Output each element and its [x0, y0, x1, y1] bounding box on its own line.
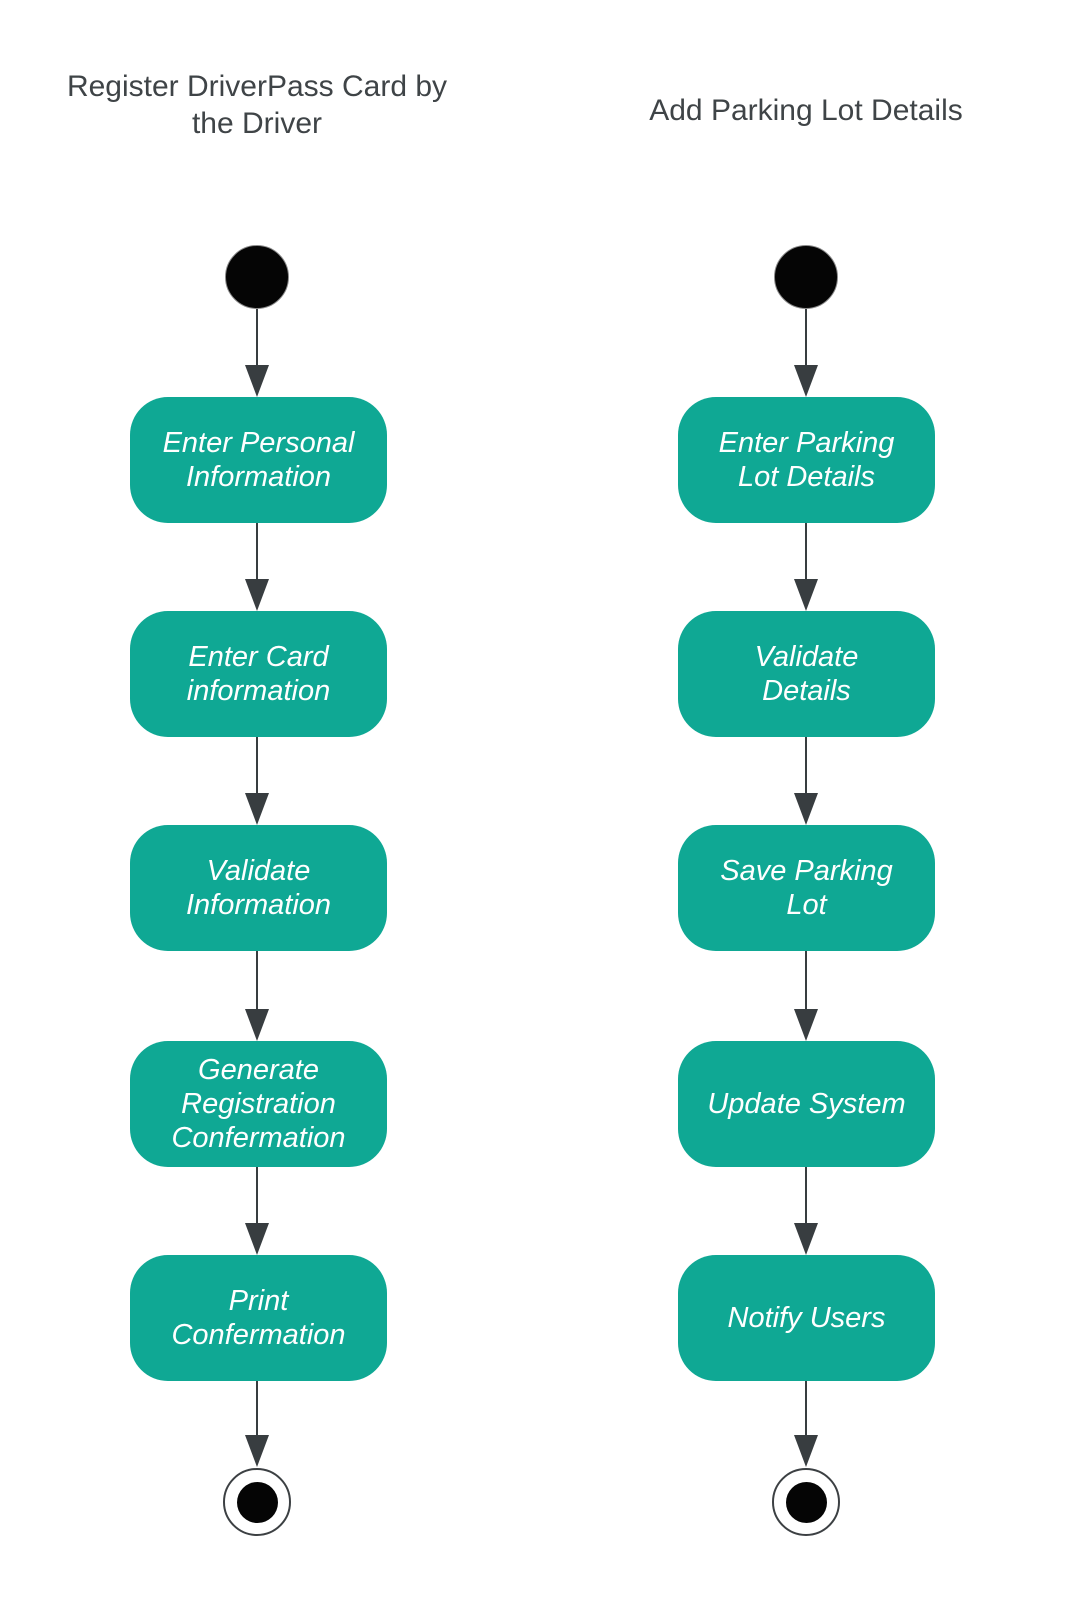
activity-node-save-parking-lot[interactable]: Save Parking Lot	[678, 825, 935, 951]
end-node-inner-dot	[236, 1481, 278, 1523]
activity-label: Enter Card information	[186, 641, 331, 707]
flow-arrow	[245, 1381, 269, 1467]
arrow-shaft	[256, 951, 258, 1009]
arrow-head-icon	[245, 1223, 269, 1255]
activity-label: Enter Parking Lot Details	[718, 427, 895, 493]
arrow-head-icon	[794, 1009, 818, 1041]
activity-node-validate-information[interactable]: Validate Information	[130, 825, 387, 951]
flow-arrow	[245, 737, 269, 825]
flow-arrow	[245, 951, 269, 1041]
arrow-shaft	[805, 309, 807, 365]
arrow-shaft	[256, 1167, 258, 1223]
activity-label: Validate Details	[754, 641, 859, 707]
flow-title-add-parking-lot: Add Parking Lot Details	[649, 94, 963, 127]
end-node-inner-dot	[785, 1481, 827, 1523]
activity-node-generate-registration-confermation[interactable]: Generate Registration Confermation	[130, 1041, 387, 1167]
start-node[interactable]	[774, 245, 838, 309]
flow-arrow	[794, 737, 818, 825]
arrow-shaft	[805, 1167, 807, 1223]
flow-arrow	[794, 1167, 818, 1255]
arrow-shaft	[805, 737, 807, 793]
end-node[interactable]	[223, 1468, 291, 1536]
arrow-head-icon	[245, 365, 269, 397]
arrow-head-icon	[794, 365, 818, 397]
flow-arrow	[245, 309, 269, 397]
arrow-head-icon	[245, 1009, 269, 1041]
activity-node-enter-card-information[interactable]: Enter Card information	[130, 611, 387, 737]
activity-label: Update System	[707, 1088, 906, 1120]
activity-label: Validate Information	[185, 855, 332, 921]
arrow-shaft	[256, 309, 258, 365]
flow-arrow	[245, 1167, 269, 1255]
arrow-head-icon	[794, 579, 818, 611]
flow-arrow	[794, 523, 818, 611]
arrow-head-icon	[794, 1435, 818, 1467]
arrow-head-icon	[245, 793, 269, 825]
arrow-head-icon	[245, 1435, 269, 1467]
arrow-shaft	[256, 1381, 258, 1435]
arrow-head-icon	[794, 793, 818, 825]
start-node[interactable]	[225, 245, 289, 309]
activity-label: Enter Personal Information	[162, 427, 355, 493]
activity-node-validate-details[interactable]: Validate Details	[678, 611, 935, 737]
flow-arrow	[794, 309, 818, 397]
flow-arrow	[794, 951, 818, 1041]
flow-title-register-driverpass: Register DriverPass Card by the Driver	[66, 70, 448, 140]
end-node[interactable]	[772, 1468, 840, 1536]
arrow-shaft	[805, 523, 807, 579]
activity-label: Notify Users	[727, 1302, 886, 1334]
activity-label: Generate Registration Confermation	[171, 1054, 346, 1154]
arrow-shaft	[805, 1381, 807, 1435]
flow-arrow	[245, 523, 269, 611]
arrow-shaft	[256, 737, 258, 793]
activity-node-print-confermation[interactable]: Print Confermation	[130, 1255, 387, 1381]
arrow-head-icon	[245, 579, 269, 611]
activity-node-enter-personal-information[interactable]: Enter Personal Information	[130, 397, 387, 523]
activity-node-update-system[interactable]: Update System	[678, 1041, 935, 1167]
activity-node-notify-users[interactable]: Notify Users	[678, 1255, 935, 1381]
activity-label: Save Parking Lot	[720, 855, 893, 921]
arrow-shaft	[805, 951, 807, 1009]
arrow-head-icon	[794, 1223, 818, 1255]
activity-node-enter-parking-lot-details[interactable]: Enter Parking Lot Details	[678, 397, 935, 523]
flow-arrow	[794, 1381, 818, 1467]
activity-label: Print Confermation	[171, 1285, 346, 1351]
arrow-shaft	[256, 523, 258, 579]
